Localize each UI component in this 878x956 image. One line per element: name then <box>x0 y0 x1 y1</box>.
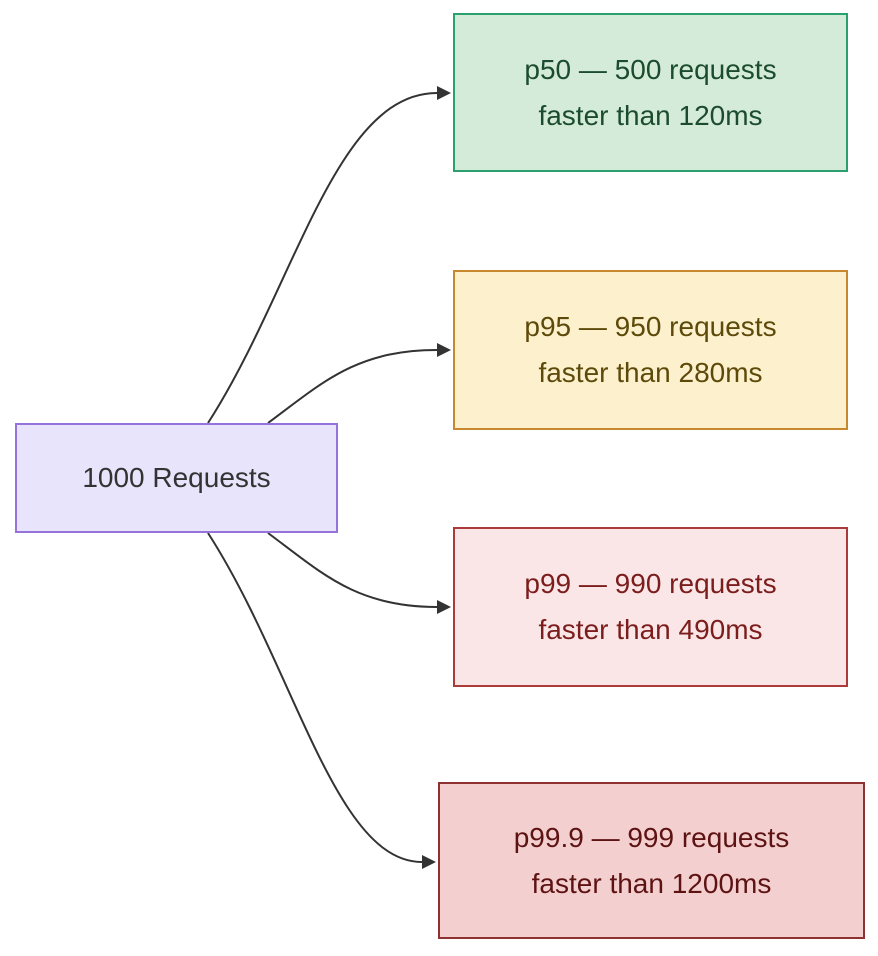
edge-source-to-p99 <box>267 532 438 608</box>
arrowhead-p99.9-icon <box>422 855 436 869</box>
edge-source-to-p99.9 <box>207 532 423 863</box>
node-p99.9-line1: p99.9 — 999 requests <box>513 821 790 853</box>
node-p50-line2: faster than 120ms <box>538 99 763 131</box>
edge-source-to-p95 <box>267 349 438 424</box>
node-p50: p50 — 500 requests faster than 120ms <box>453 13 848 172</box>
edge-source-to-p50 <box>207 92 438 424</box>
node-p99-line1: p99 — 990 requests <box>524 568 777 599</box>
node-p95-line2: faster than 280ms <box>538 357 763 388</box>
node-p95: p95 — 950 requests faster than 280ms <box>453 270 848 430</box>
node-total-requests: 1000 Requests <box>15 423 338 533</box>
arrowhead-p50-icon <box>437 86 451 100</box>
node-p99.9-line2: faster than 1200ms <box>531 867 772 899</box>
node-p95-line1: p95 — 950 requests <box>524 311 777 342</box>
arrowhead-p99-icon <box>437 600 451 614</box>
node-p50-line1: p50 — 500 requests <box>524 53 777 85</box>
node-p99: p99 — 990 requests faster than 490ms <box>453 527 848 687</box>
node-p99.9: p99.9 — 999 requests faster than 1200ms <box>438 782 865 939</box>
arrowhead-p95-icon <box>437 343 451 357</box>
node-total-requests-label: 1000 Requests <box>82 462 271 493</box>
node-p99-line2: faster than 490ms <box>538 614 763 645</box>
